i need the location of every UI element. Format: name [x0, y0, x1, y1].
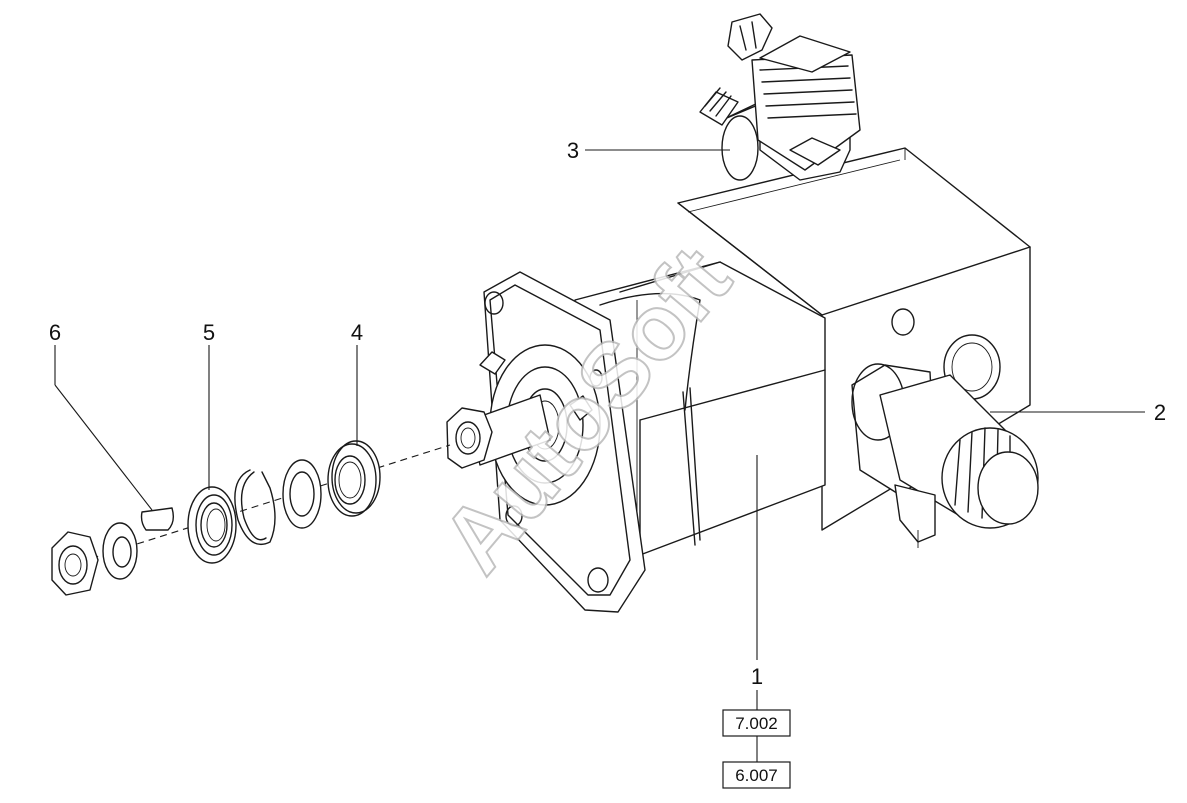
callout-6: 6: [49, 320, 61, 345]
callout-4: 4: [351, 320, 363, 345]
solenoid-valve-top: [699, 13, 861, 181]
lock-washer: [102, 522, 138, 580]
reference-link-6007[interactable]: 6.007: [722, 761, 791, 789]
callout-2: 2: [1154, 400, 1166, 425]
reference-link-7002[interactable]: 7.002: [722, 709, 791, 737]
callout-5: 5: [203, 320, 215, 345]
woodruff-key: [140, 507, 175, 531]
seal-ring: [327, 440, 381, 517]
reference-label-7002[interactable]: 7.002: [735, 714, 778, 733]
gear-pump-body: [574, 261, 826, 556]
circlip: [234, 469, 276, 546]
solenoid-coil: [851, 363, 1039, 548]
washer-ring: [282, 459, 322, 529]
callout-1: 1: [751, 664, 763, 689]
callout-3: 3: [567, 138, 579, 163]
pump-flange: [479, 271, 646, 613]
pump-shaft: [446, 394, 551, 469]
hex-nut: [51, 531, 99, 596]
shaft-axis-line: [79, 444, 451, 563]
callout-leaders: [54, 149, 1145, 762]
oil-seal: [187, 486, 237, 564]
reference-label-6007[interactable]: 6.007: [735, 766, 778, 785]
